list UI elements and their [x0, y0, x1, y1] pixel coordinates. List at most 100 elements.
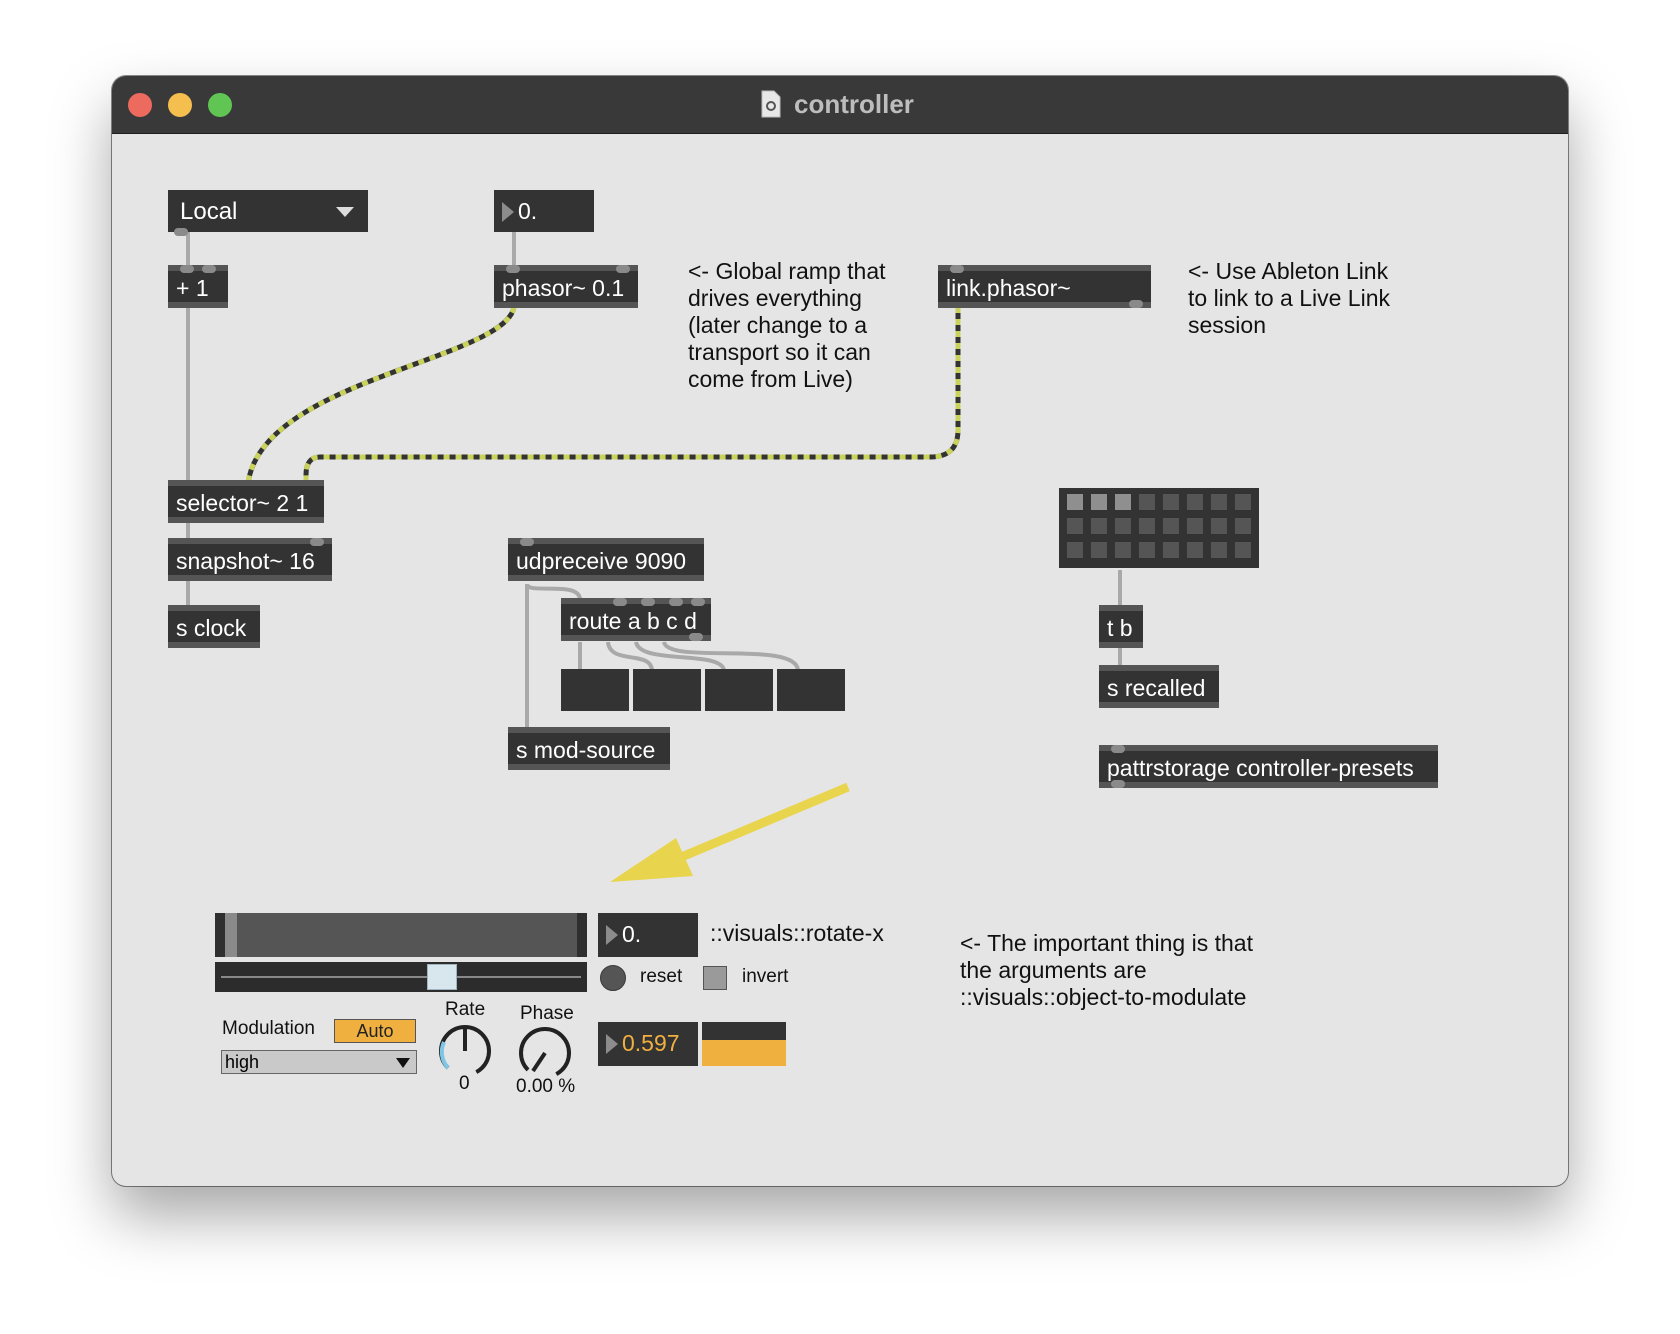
preset-slot[interactable] [1115, 518, 1131, 534]
snapshot-object-label: snapshot~ 16 [176, 548, 315, 574]
preset-slot[interactable] [1235, 542, 1251, 558]
slider-track [221, 976, 581, 978]
preset-slot[interactable] [1091, 542, 1107, 558]
chevron-down-icon [336, 207, 354, 217]
invert-toggle[interactable] [703, 966, 727, 990]
inlet[interactable] [310, 538, 324, 546]
rate-value: 0 [459, 1073, 470, 1094]
outlet[interactable] [689, 633, 703, 641]
output-value: 0.597 [622, 1030, 680, 1056]
preset-slot[interactable] [1187, 518, 1203, 534]
zoom-button[interactable] [208, 93, 232, 117]
display-left-cap [215, 913, 225, 957]
inlet[interactable] [613, 598, 627, 606]
outlet[interactable] [174, 228, 188, 236]
reset-button[interactable] [600, 965, 626, 991]
phase-dial[interactable] [516, 1024, 574, 1082]
preset-slot[interactable] [1091, 494, 1107, 510]
preset-slot[interactable] [1115, 542, 1131, 558]
preset-slot[interactable] [1067, 518, 1083, 534]
reset-label: reset [640, 966, 683, 987]
preset-slot[interactable] [1187, 494, 1203, 510]
rate-dial[interactable] [436, 1022, 494, 1080]
route-output-c[interactable] [705, 669, 773, 711]
send-mod-source-object[interactable]: s mod-source [508, 727, 670, 770]
outlet[interactable] [1111, 780, 1125, 788]
route-output-d[interactable] [777, 669, 845, 711]
close-button[interactable] [128, 93, 152, 117]
udpreceive-object[interactable]: udpreceive 9090 [508, 538, 704, 581]
link-phasor-object[interactable]: link.phasor~ [938, 265, 1151, 308]
trigger-bang-object[interactable]: t b [1099, 605, 1143, 648]
number-triangle-icon [606, 1034, 618, 1054]
send-mod-source-label: s mod-source [516, 737, 656, 763]
preset-grid[interactable] [1059, 488, 1259, 568]
preset-slot[interactable] [1163, 542, 1179, 558]
route-output-b[interactable] [633, 669, 701, 711]
preset-slot[interactable] [1211, 518, 1227, 534]
inlet[interactable] [641, 598, 655, 606]
document-icon [761, 90, 781, 118]
udpreceive-label: udpreceive 9090 [516, 548, 687, 574]
modulation-slider[interactable] [215, 962, 587, 992]
preset-slot[interactable] [1235, 518, 1251, 534]
number-triangle-icon [502, 202, 514, 222]
preset-slot[interactable] [1163, 518, 1179, 534]
inlet[interactable] [669, 598, 683, 606]
inlet[interactable] [202, 265, 216, 273]
preset-slot[interactable] [1211, 494, 1227, 510]
preset-slot[interactable] [1235, 494, 1251, 510]
comment-important: <- The important thing is that the argum… [960, 930, 1253, 1010]
preset-slot[interactable] [1067, 494, 1083, 510]
selector-object[interactable]: selector~ 2 1 [168, 480, 324, 523]
inlet[interactable] [950, 265, 964, 273]
inlet[interactable] [180, 265, 194, 273]
display-marker [225, 913, 237, 957]
mode-dropdown[interactable]: high [221, 1050, 417, 1074]
umenu-source[interactable]: Local [168, 190, 368, 236]
pattrstorage-object[interactable]: pattrstorage controller-presets [1099, 745, 1438, 788]
modulation-value: 0. [622, 921, 642, 947]
modulation-label: Modulation [222, 1018, 315, 1039]
inlet[interactable] [520, 538, 534, 546]
phasor-object[interactable]: phasor~ 0.1 [494, 265, 638, 308]
param-name: ::visuals::rotate-x [710, 920, 884, 946]
send-clock-label: s clock [176, 615, 247, 641]
preset-slot[interactable] [1139, 542, 1155, 558]
output-meter-fill [702, 1039, 786, 1066]
output-value-box[interactable]: 0.597 [598, 1022, 698, 1066]
outlet[interactable] [1129, 300, 1143, 308]
inlet[interactable] [616, 265, 630, 273]
preset-slot[interactable] [1115, 494, 1131, 510]
output-meter [702, 1022, 786, 1066]
selector-object-label: selector~ 2 1 [176, 490, 309, 516]
route-object-label: route a b c d [569, 608, 697, 634]
snapshot-object[interactable]: snapshot~ 16 [168, 538, 332, 581]
preset-slot[interactable] [1067, 542, 1083, 558]
plus-object-label: + 1 [176, 275, 209, 301]
phasor-object-label: phasor~ 0.1 [502, 275, 625, 301]
auto-label: Auto [356, 1021, 394, 1041]
route-output-a[interactable] [561, 669, 629, 711]
inlet[interactable] [1111, 745, 1125, 753]
preset-slot[interactable] [1139, 494, 1155, 510]
title-bar[interactable]: controller [112, 76, 1568, 134]
preset-slot[interactable] [1139, 518, 1155, 534]
inlet[interactable] [691, 598, 705, 606]
invert-label: invert [742, 966, 789, 987]
minimize-button[interactable] [168, 93, 192, 117]
send-clock-object[interactable]: s clock [168, 605, 260, 648]
preset-slot[interactable] [1091, 518, 1107, 534]
preset-slot[interactable] [1211, 542, 1227, 558]
modulation-value-box[interactable]: 0. [598, 913, 698, 957]
send-recalled-object[interactable]: s recalled [1099, 665, 1219, 708]
preset-slot[interactable] [1163, 494, 1179, 510]
float-number-box[interactable]: 0. [494, 190, 594, 232]
auto-button[interactable]: Auto [334, 1019, 416, 1043]
inlet[interactable] [506, 265, 520, 273]
route-object[interactable]: route a b c d [561, 598, 711, 641]
phase-label: Phase [520, 1003, 574, 1024]
preset-slot[interactable] [1187, 542, 1203, 558]
plus-object[interactable]: + 1 [168, 265, 228, 308]
slider-handle[interactable] [427, 964, 457, 990]
